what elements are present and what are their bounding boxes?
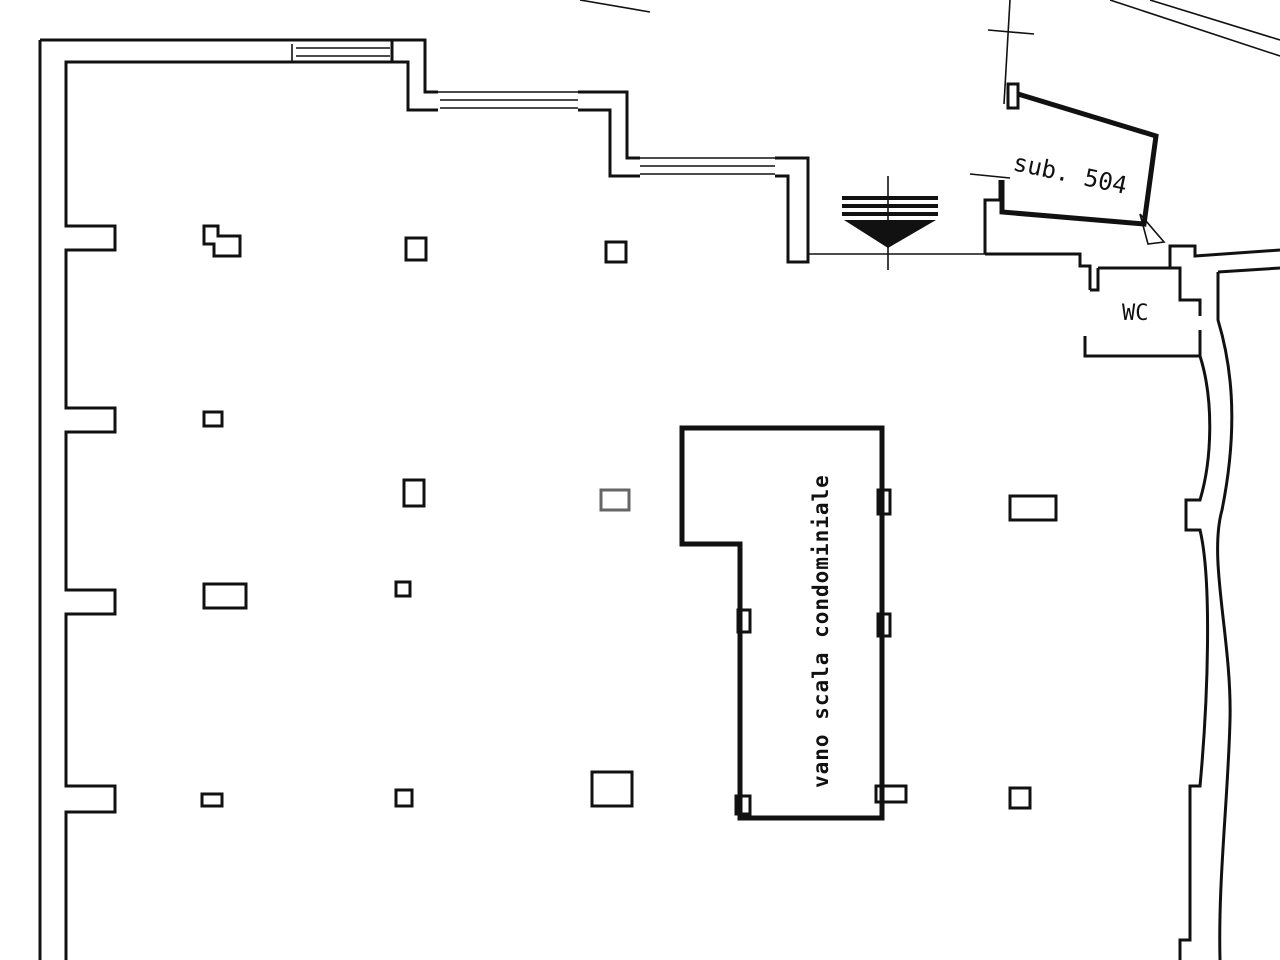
stairwell-block	[679, 425, 908, 821]
subunit-label: sub. 504	[1011, 148, 1130, 199]
wc-label: WC	[1122, 301, 1149, 326]
outer-wall-top	[40, 38, 810, 264]
pillars	[200, 224, 1058, 810]
room-sub-504	[579, 0, 1280, 245]
outer-wall-left	[38, 40, 292, 960]
outer-wall-right	[808, 180, 1280, 960]
stairwell-label: vano scala condominiale	[809, 474, 833, 788]
triangle-level-marker-icon	[842, 176, 938, 270]
